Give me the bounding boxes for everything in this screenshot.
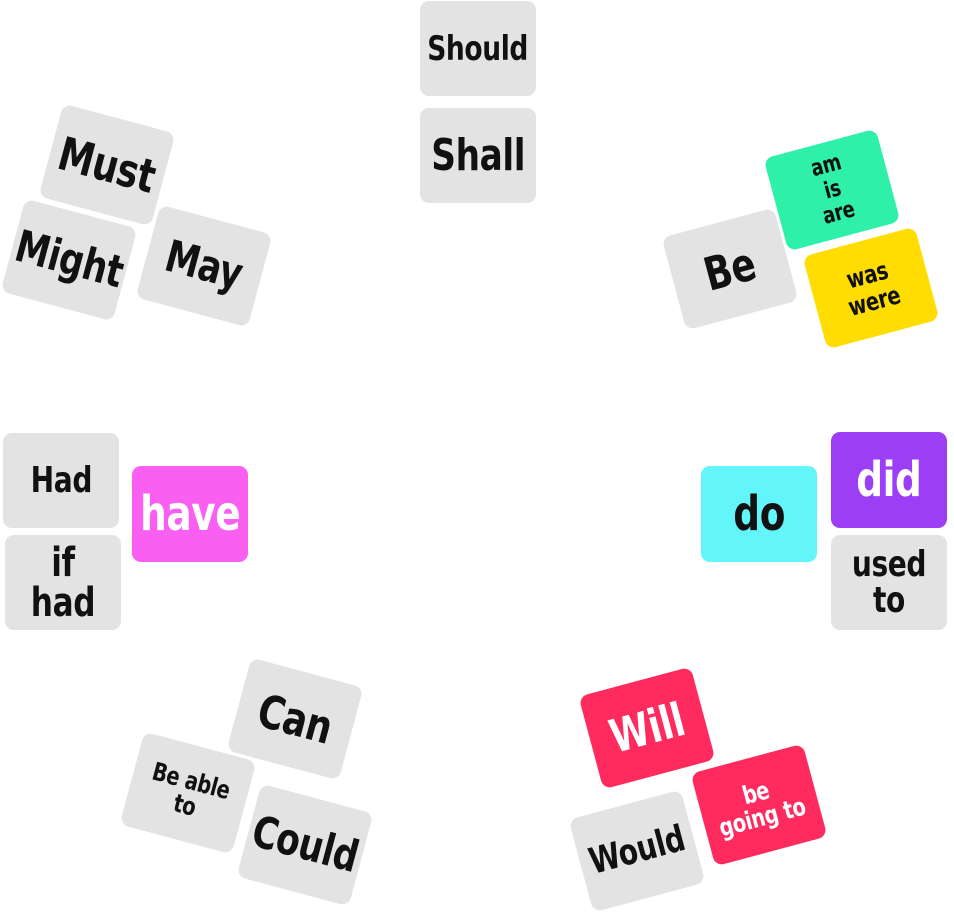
card-shall-label: Shall	[431, 129, 525, 181]
card-could: Could	[236, 783, 374, 907]
card-used-to: used to	[831, 535, 947, 630]
card-would: Would	[568, 789, 706, 912]
card-am-is-are-label: am is are	[807, 149, 858, 231]
card-must-label: Must	[52, 126, 162, 204]
card-should: Should	[420, 1, 536, 96]
card-was-were-label: was were	[843, 255, 904, 322]
card-may: May	[135, 204, 273, 328]
card-be-going-to: be going to	[690, 743, 828, 867]
card-did: did	[831, 432, 947, 528]
card-if-had-label: if had	[30, 539, 96, 626]
card-do: do	[701, 466, 817, 562]
card-was-were: was were	[802, 226, 940, 350]
card-if-had: if had	[5, 535, 121, 630]
card-had: Had	[3, 433, 119, 528]
card-will: Will	[578, 666, 716, 790]
card-could-label: Could	[246, 805, 364, 884]
card-have-label: have	[139, 486, 241, 542]
card-will-label: Will	[603, 692, 691, 764]
card-might-label: Might	[9, 220, 129, 299]
card-can-label: Can	[251, 683, 339, 755]
card-be-label: Be	[698, 236, 762, 302]
card-may-label: May	[160, 230, 249, 301]
card-do-label: do	[733, 486, 785, 542]
card-be: Be	[661, 207, 799, 331]
card-had-label: Had	[30, 459, 92, 501]
card-have: have	[132, 466, 248, 562]
card-would-label: Would	[584, 818, 690, 883]
card-shall: Shall	[420, 108, 536, 203]
card-am-is-are: am is are	[763, 128, 901, 252]
card-be-going-to-label: be going to	[715, 775, 809, 843]
card-used-to-label: used to	[851, 543, 927, 621]
card-be-able-to-label: Be able to	[149, 756, 234, 822]
card-did-label: did	[856, 452, 922, 508]
card-should-label: Should	[427, 28, 529, 69]
